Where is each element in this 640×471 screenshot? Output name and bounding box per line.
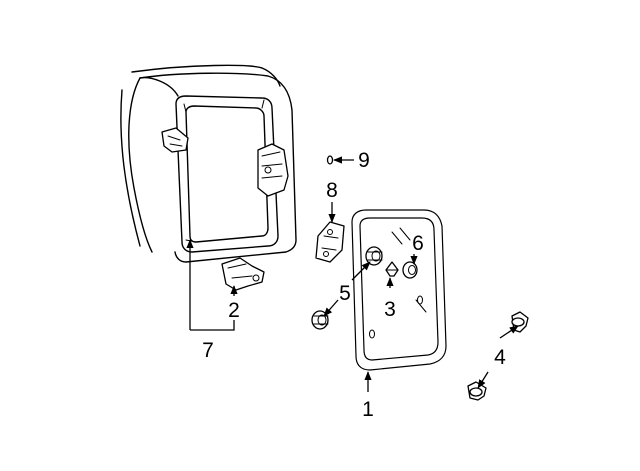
grommet-part [402,261,418,279]
callout-7: 7 [202,339,214,362]
hinge-bracket-part [315,221,345,263]
callout-5: 5 [339,282,351,305]
callout-3: 3 [384,298,396,321]
body-latch-striker [257,143,289,197]
callout-6: 6 [412,232,424,255]
upper-body-hinge [161,127,189,153]
small-clip-part [326,155,334,165]
callout-1: 1 [362,398,374,421]
callout-4: 4 [494,346,506,369]
callout-2: 2 [228,299,240,322]
pin-part [385,261,399,277]
callout-8: 8 [326,179,338,202]
callout-9: 9 [358,149,370,172]
leader-lines [186,156,519,392]
fastener-part-lower [467,381,487,401]
bumper-part-upper [365,246,383,266]
door-glass-panel [351,209,447,371]
lower-hinge-part [221,257,265,291]
vehicle-body-panel [120,64,297,263]
callout-labels: 1 2 3 4 5 6 7 8 9 [202,149,506,421]
